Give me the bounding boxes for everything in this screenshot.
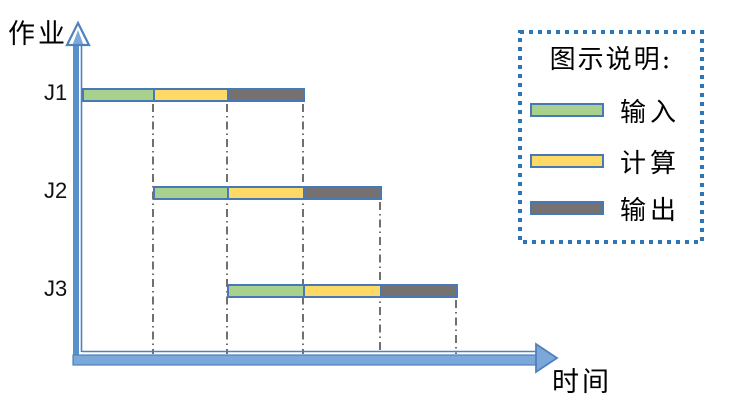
bar-j3-compute bbox=[303, 284, 382, 298]
legend-item-input: 输入 bbox=[530, 95, 698, 128]
compute-swatch bbox=[530, 154, 604, 168]
y-axis-label: 作业 bbox=[8, 19, 68, 50]
legend-item-label: 计算 bbox=[620, 148, 681, 179]
bar-j1-output bbox=[227, 88, 305, 102]
job-label-j3: J3 bbox=[44, 276, 68, 301]
bar-j2-input bbox=[153, 186, 229, 200]
bar-j2-output bbox=[303, 186, 382, 200]
bar-j3-output bbox=[380, 284, 458, 298]
y-axis-arrow bbox=[65, 20, 91, 365]
legend-item-label: 输入 bbox=[620, 97, 681, 128]
job-label-j1: J1 bbox=[44, 80, 68, 105]
x-axis-label: 时间 bbox=[552, 367, 612, 398]
job-label-j2: J2 bbox=[44, 178, 68, 203]
bar-j1-compute bbox=[153, 88, 229, 102]
legend-title: 图示说明: bbox=[549, 45, 673, 75]
bar-j1-input bbox=[82, 88, 155, 102]
bar-j3-input bbox=[227, 284, 305, 298]
legend-box: 图示说明: 输入 计算 输出 bbox=[518, 30, 704, 244]
legend-item-compute: 计算 bbox=[530, 146, 698, 179]
legend-dotted-border bbox=[518, 30, 704, 244]
bar-j2-compute bbox=[227, 186, 305, 200]
output-swatch bbox=[530, 201, 604, 215]
x-axis-arrow bbox=[72, 342, 559, 374]
legend-item-output: 输出 bbox=[530, 193, 698, 226]
legend-item-label: 输出 bbox=[620, 195, 681, 226]
input-swatch bbox=[530, 103, 604, 117]
